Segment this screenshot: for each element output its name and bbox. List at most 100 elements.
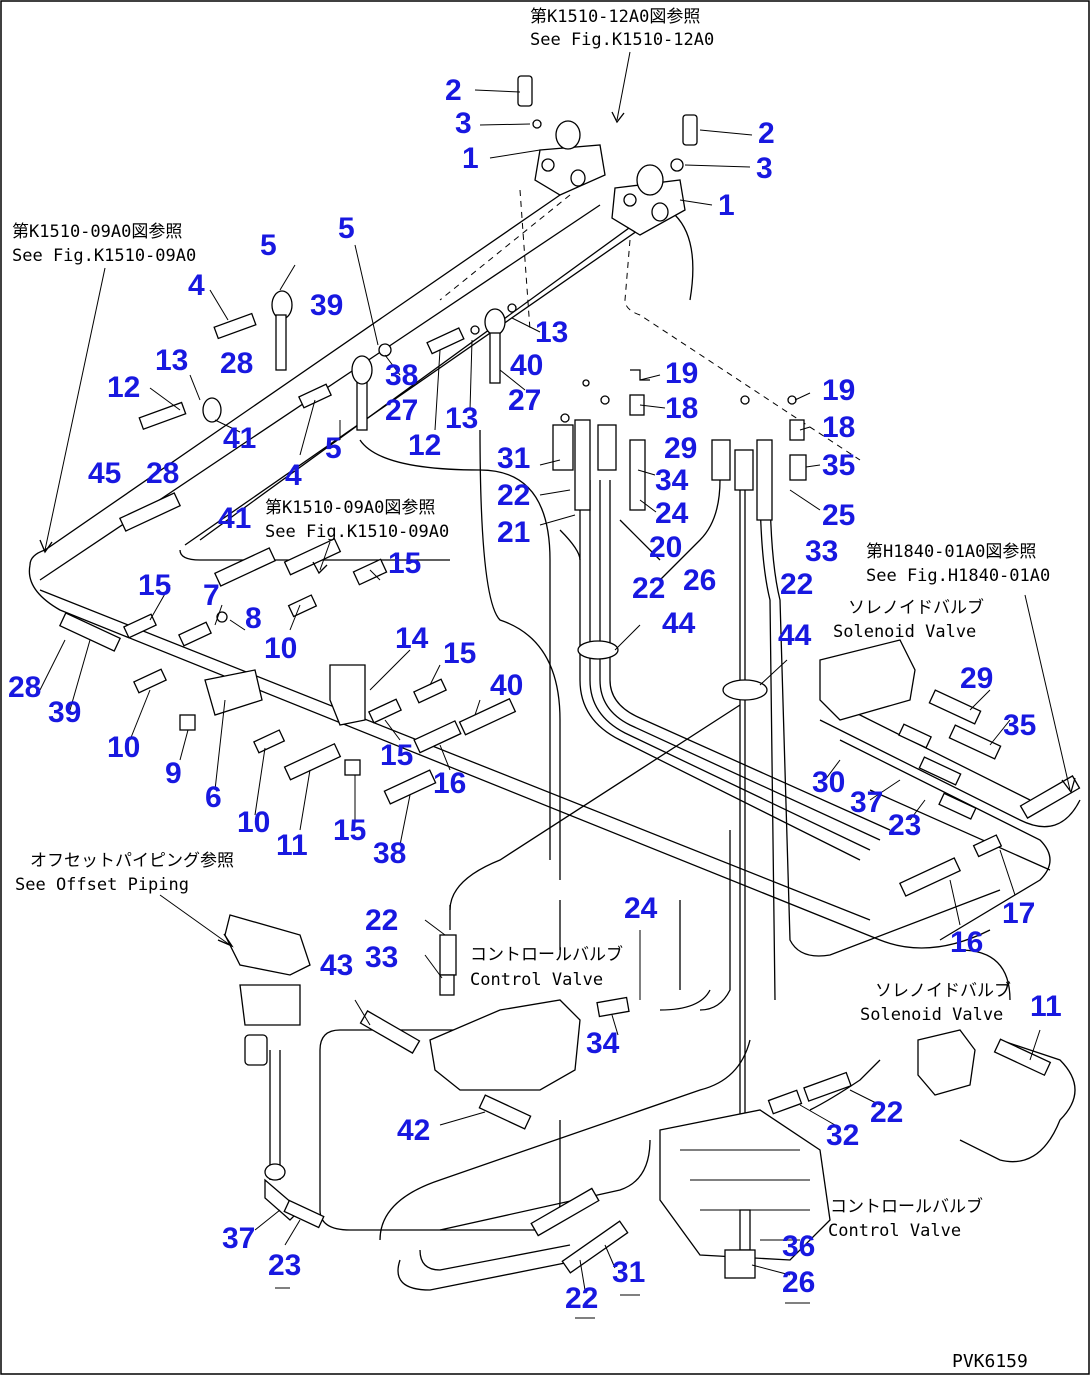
part-number: 2	[445, 74, 462, 107]
reference-top-jp: 第K1510-12A0図参照	[530, 7, 700, 27]
part-number: 1	[462, 142, 479, 175]
part-number: 5	[325, 432, 342, 465]
part-number: 16	[433, 767, 466, 800]
part-number: 37	[850, 786, 883, 819]
part-number: 11	[276, 829, 308, 862]
part-number: 26	[683, 564, 716, 597]
part-number: 19	[822, 374, 855, 407]
part-number: 13	[445, 402, 478, 435]
part-number: 18	[822, 411, 855, 444]
part-number: 5	[260, 229, 277, 262]
part-number: 19	[665, 357, 698, 390]
part-number: 12	[408, 429, 441, 462]
part-number: 32	[826, 1119, 859, 1152]
part-number: 10	[107, 731, 140, 764]
part-number: 22	[565, 1282, 598, 1315]
reference-left-en: See Fig.K1510-09A0	[12, 246, 196, 266]
part-number: 22	[497, 479, 530, 512]
part-number: 25	[822, 499, 855, 532]
part-number: 22	[780, 568, 813, 601]
part-number: 3	[455, 107, 472, 140]
part-number: 31	[612, 1256, 645, 1289]
control-center-en: Control Valve	[470, 970, 603, 990]
part-number: 9	[165, 757, 182, 790]
part-number: 10	[237, 806, 270, 839]
part-number: 15	[333, 814, 366, 847]
solenoid-upper-en: Solenoid Valve	[833, 622, 976, 642]
bolts-top	[517, 75, 698, 172]
control-lower-jp: コントロールバルブ	[830, 1196, 983, 1217]
reference-arrows	[39, 51, 1076, 948]
reference-left-jp: 第K1510-09A0図参照	[12, 222, 182, 242]
figure-code: PVK6159	[952, 1351, 1028, 1372]
ppc-valve-right	[611, 164, 686, 236]
ppc-valve-left	[534, 120, 606, 196]
part-number: 24	[655, 497, 689, 530]
part-number: 27	[385, 394, 418, 427]
part-number: 30	[812, 766, 845, 799]
part-number: 29	[960, 662, 993, 695]
part-number: 34	[655, 464, 689, 497]
part-number: 20	[649, 531, 682, 564]
part-number: 18	[665, 392, 698, 425]
reference-top-en: See Fig.K1510-12A0	[530, 30, 714, 50]
part-number: 11	[1030, 990, 1062, 1023]
part-number: 4	[188, 269, 205, 302]
part-number: 28	[220, 347, 253, 380]
reference-note-offset: オフセットパイピング参照 See Offset Piping	[15, 851, 234, 895]
part-number: 24	[624, 892, 658, 925]
part-number: 16	[950, 926, 983, 959]
fittings-center-top	[552, 369, 807, 521]
part-number: 41	[218, 502, 251, 535]
part-number: 1	[718, 189, 735, 222]
part-number: 17	[1002, 897, 1035, 930]
part-number: 13	[155, 344, 188, 377]
part-number: 42	[397, 1114, 430, 1147]
reference-right-en: See Fig.H1840-01A0	[866, 566, 1050, 586]
part-number: 5	[338, 212, 355, 245]
fittings-middle	[58, 537, 517, 805]
part-number: 33	[805, 535, 838, 568]
control-valve-center	[359, 934, 852, 1130]
part-number: 39	[48, 696, 81, 729]
part-number: 34	[586, 1027, 620, 1060]
part-number: 8	[245, 602, 262, 635]
part-number: 2	[758, 117, 775, 150]
part-number: 28	[8, 671, 41, 704]
offset-piping-block	[224, 914, 325, 1229]
part-number: 15	[443, 637, 476, 670]
leader-lines	[39, 89, 1041, 1319]
part-number: 35	[1003, 709, 1036, 742]
part-number: 23	[888, 809, 921, 842]
part-number: 13	[535, 316, 568, 349]
part-number: 31	[497, 442, 530, 475]
reference-mid-en: See Fig.K1510-09A0	[265, 522, 449, 542]
solenoid-hoses	[819, 699, 1081, 941]
part-number: 35	[822, 449, 855, 482]
reference-note-top: 第K1510-12A0図参照 See Fig.K1510-12A0	[530, 7, 714, 50]
control-lower-en: Control Valve	[828, 1221, 961, 1241]
part-number: 36	[782, 1230, 815, 1263]
fittings-left	[118, 290, 517, 532]
part-number: 43	[320, 949, 353, 982]
control-center-jp: コントロールバルブ	[470, 944, 623, 965]
part-number: 22	[365, 904, 398, 937]
solenoid-lower-jp: ソレノイドバルブ	[875, 980, 1011, 1001]
part-number: 7	[203, 579, 220, 612]
part-number: 40	[490, 669, 523, 702]
reference-note-right: 第H1840-01A0図参照 See Fig.H1840-01A0	[866, 542, 1050, 586]
part-number: 15	[138, 569, 171, 602]
reference-right-jp: 第H1840-01A0図参照	[866, 542, 1036, 562]
part-number-callouts: 2 3 1 2 3 1 5 5 4 39 13 28 12 41 28 45 3…	[8, 74, 1062, 1315]
part-number: 22	[632, 572, 665, 605]
part-number: 21	[497, 516, 530, 549]
part-number: 26	[782, 1266, 815, 1299]
part-number: 45	[88, 457, 121, 490]
part-number: 44	[778, 619, 812, 652]
part-number: 37	[222, 1222, 255, 1255]
part-number: 38	[385, 359, 418, 392]
part-number: 44	[662, 607, 696, 640]
part-number: 38	[373, 837, 406, 870]
control-valve-lower	[530, 1109, 831, 1279]
